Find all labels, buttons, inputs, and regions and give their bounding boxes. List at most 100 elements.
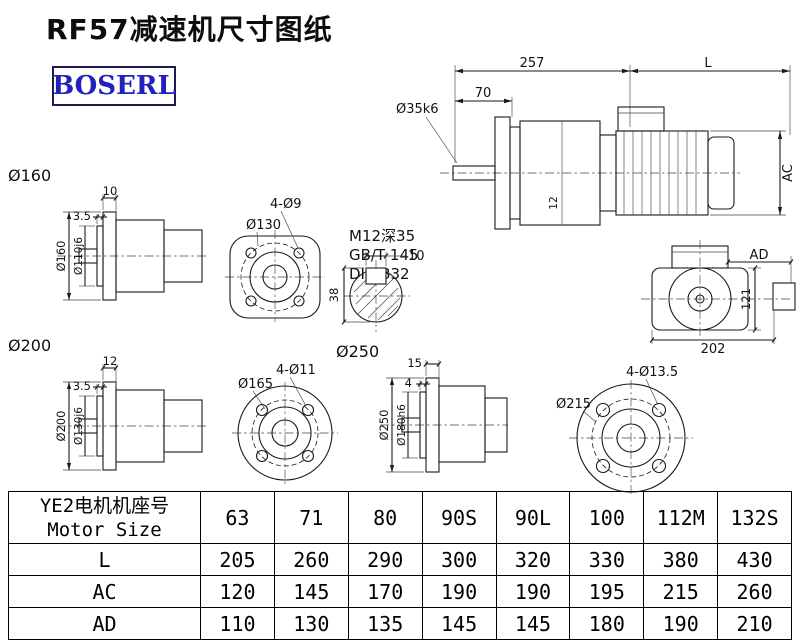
cell-AD-90S: 145	[421, 607, 497, 640]
row-label-AC: AC	[8, 575, 201, 608]
dim-label-flange160-dia: Ø160	[54, 240, 68, 271]
cell-AC-80: 170	[347, 575, 423, 608]
cell-AD-71: 130	[273, 607, 349, 640]
column-header-63: 63	[200, 491, 275, 544]
column-header-112M: 112M	[643, 491, 719, 544]
dim-label-keywidth-10: 10	[408, 249, 425, 264]
bolt-hole	[301, 449, 315, 463]
logo-text: BOSERL	[52, 71, 176, 101]
cell-AD-63: 110	[200, 607, 275, 640]
cell-AD-132S: 210	[717, 607, 792, 640]
shaft-hole	[271, 419, 299, 447]
note-line-2: GB/T 145	[349, 246, 419, 264]
cell-L-100: 330	[569, 543, 645, 576]
cell-AC-112M: 215	[643, 575, 719, 608]
group-label-flange250: Ø250	[336, 342, 380, 361]
bolt-hole	[293, 295, 305, 307]
dim-label-AC: AC	[781, 164, 796, 182]
output-shaft	[78, 418, 98, 434]
cell-AD-100: 180	[569, 607, 645, 640]
cell-L-71: 260	[273, 543, 349, 576]
dim-label-121: 121	[739, 288, 753, 310]
cell-L-112M: 380	[643, 543, 719, 576]
flange165-face-view: 4-Ø11 Ø165	[232, 363, 338, 484]
dim-label-bc130: Ø130	[246, 218, 281, 233]
bolt-hole	[255, 449, 269, 463]
dim-label-bolt-holes-135: 4-Ø13.5	[626, 365, 678, 380]
cell-L-80: 290	[347, 543, 423, 576]
bolt-hole	[651, 402, 667, 418]
dim-label-spigot160-depth: 3.5	[73, 209, 91, 223]
dim-label-70: 70	[475, 86, 492, 101]
dim-label-bolt-holes-9: 4-Ø9	[270, 197, 301, 212]
bolt-circle	[591, 398, 671, 478]
flange200-side-view: Ø200 Ø130j6 12 3.5	[54, 354, 207, 471]
group-label-flange160: Ø160	[8, 166, 52, 185]
dimension-table: YE2电机机座号 Motor Size 63 71 80 90S 90L 100…	[8, 491, 792, 640]
shaft-keyway-section: 38 10	[327, 249, 425, 332]
table-row-AC: AC 120 145 170 190 190 195 215 260	[8, 575, 792, 608]
shaft-hole	[616, 423, 646, 453]
shaft-tap-notes: M12深35 GB/T 145 DIN 332	[349, 227, 419, 284]
bolt-hole	[595, 458, 611, 474]
terminal-box	[617, 106, 665, 132]
cell-AC-100: 195	[569, 575, 645, 608]
spigot-circle	[601, 408, 661, 468]
dim-label-38: 38	[327, 288, 341, 303]
flange250-side-view: Ø250 Ø180h6 15 4	[377, 356, 508, 473]
dim-label-flange200-thickness: 12	[103, 354, 118, 368]
dim-label-flange200-dia: Ø200	[54, 410, 68, 441]
boserl-logo: BOSERL	[52, 66, 176, 106]
dim-label-bc215: Ø215	[556, 397, 591, 412]
dim-label-L: L	[704, 56, 712, 71]
row-label-L: L	[8, 543, 201, 576]
dim-label-spigot200-depth: 3.5	[73, 379, 91, 393]
dim-label-202: 202	[701, 342, 726, 357]
row-label-AD: AD	[8, 607, 201, 640]
bolt-hole	[245, 295, 257, 307]
motor-size-header: YE2电机机座号 Motor Size	[8, 491, 201, 544]
bolt-circle	[251, 399, 319, 467]
cell-AD-90L: 145	[495, 607, 571, 640]
flange-face-outline	[229, 235, 321, 319]
cell-L-63: 205	[200, 543, 275, 576]
keyway	[365, 267, 387, 285]
dim-label-spigot250-depth: 4	[405, 376, 412, 390]
flange-face-outline	[237, 385, 333, 481]
table-row-L: L 205 260 290 300 320 330 380 430	[8, 543, 792, 576]
note-line-1: M12深35	[349, 227, 416, 245]
column-header-80: 80	[347, 491, 423, 544]
motor-size-label-cn: YE2电机机座号	[39, 494, 170, 517]
cell-AC-71: 145	[273, 575, 349, 608]
page-title: RF57减速机尺寸图纸	[46, 13, 333, 46]
bolt-hole	[595, 402, 611, 418]
gear-housing	[438, 385, 486, 463]
dim-label-flange160-thickness: 10	[103, 184, 118, 198]
cell-AC-90S: 190	[421, 575, 497, 608]
dim-label-shaft-dia: Ø35k6	[396, 102, 439, 117]
column-header-100: 100	[569, 491, 645, 544]
bolt-hole	[651, 458, 667, 474]
dim-label-flange250-dia: Ø250	[377, 409, 391, 440]
terminal-box	[671, 245, 729, 269]
cell-L-90L: 320	[495, 543, 571, 576]
column-header-90S: 90S	[421, 491, 497, 544]
spigot-circle	[258, 406, 312, 460]
flange160-side-view: Ø160 Ø110j6 10 3.5	[54, 184, 207, 301]
bolt-hole	[301, 403, 315, 417]
fan-cover	[707, 136, 735, 210]
table-row-AD: AD 110 130 135 145 145 180 190 210	[8, 607, 792, 640]
spigot-circle	[249, 251, 301, 303]
column-header-90L: 90L	[495, 491, 571, 544]
cell-AC-90L: 190	[495, 575, 571, 608]
output-shaft	[401, 417, 421, 433]
group-label-flange200: Ø200	[8, 336, 52, 355]
motor-rear-view: AD 121 202	[641, 240, 796, 357]
bolt-hole	[293, 247, 305, 259]
bolt-hole	[255, 403, 269, 417]
cell-AD-80: 135	[347, 607, 423, 640]
table-header-row: YE2电机机座号 Motor Size 63 71 80 90S 90L 100…	[8, 491, 792, 544]
dim-label-12: 12	[548, 196, 560, 209]
output-shaft	[78, 248, 98, 264]
